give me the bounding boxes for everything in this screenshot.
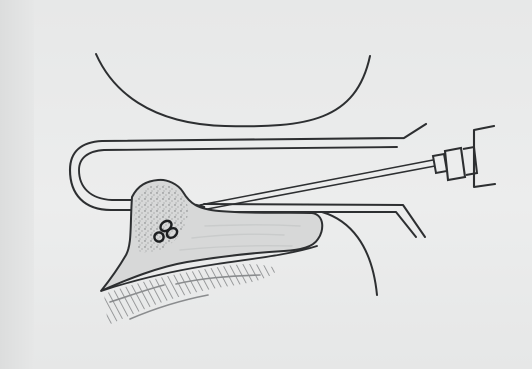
- catheter-inner-outline: [79, 147, 397, 200]
- syringe-hub: [433, 126, 495, 187]
- right-curved-boundary: [322, 212, 377, 295]
- needle-shaft: [200, 160, 435, 210]
- upper-curved-guide-line: [96, 54, 370, 126]
- catheter-upper-outline: [70, 124, 426, 210]
